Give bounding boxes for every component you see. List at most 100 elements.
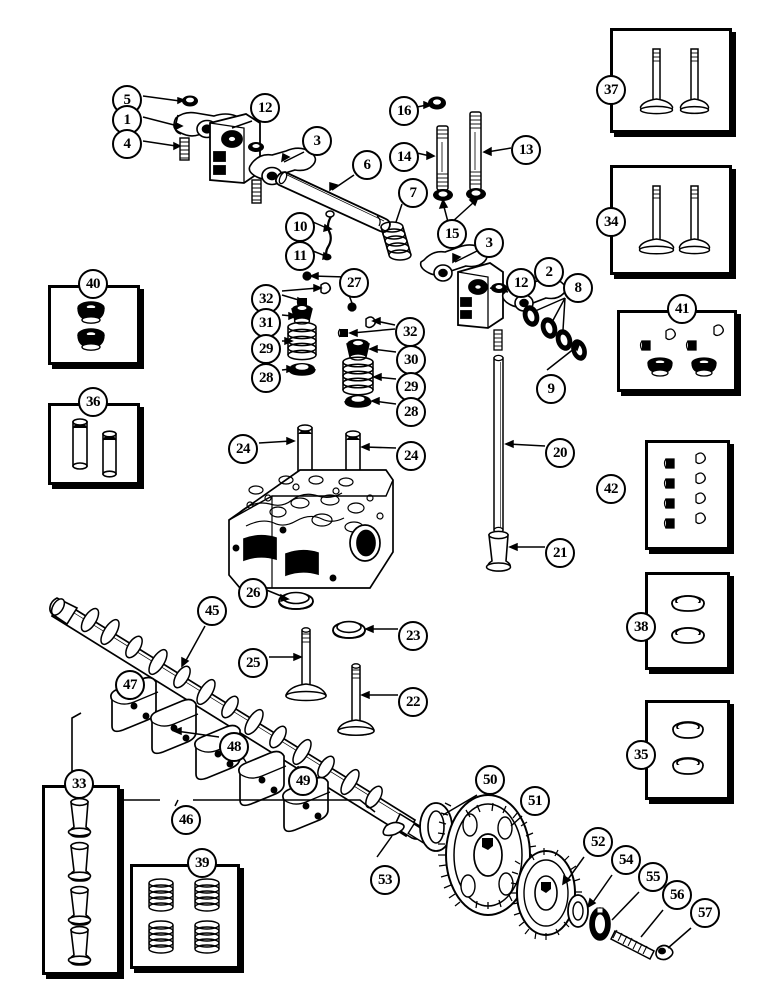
- callout-15[interactable]: 15: [437, 219, 467, 249]
- callout-40[interactable]: 40: [78, 269, 108, 299]
- callout-32b[interactable]: 32: [395, 317, 425, 347]
- box-40-contents: [77, 301, 105, 351]
- callout-25[interactable]: 25: [238, 648, 268, 678]
- part-12-bracket-right: [457, 262, 504, 329]
- cylinder-head: [228, 469, 394, 589]
- callout-45[interactable]: 45: [197, 596, 227, 626]
- callout-33[interactable]: 33: [64, 769, 94, 799]
- part-25-intake-valve: [285, 627, 327, 702]
- callout-27[interactable]: 27: [339, 268, 369, 298]
- callout-46[interactable]: 46: [171, 805, 201, 835]
- part-55-lock-washer: [589, 907, 611, 941]
- part-8-washers: [522, 305, 573, 351]
- callout-4[interactable]: 4: [112, 129, 142, 159]
- callout-22[interactable]: 22: [398, 687, 428, 717]
- part-23-valve-seat-insert: [332, 620, 366, 639]
- part-13-stud-long: [469, 111, 482, 191]
- callout-24b[interactable]: 24: [396, 441, 426, 471]
- callout-56[interactable]: 56: [662, 880, 692, 910]
- callout-42[interactable]: 42: [596, 474, 626, 504]
- inset-box-34: [610, 165, 732, 275]
- callout-37[interactable]: 37: [596, 75, 626, 105]
- part-27-balls: [302, 271, 357, 312]
- callout-20[interactable]: 20: [545, 438, 575, 468]
- callout-30[interactable]: 30: [396, 345, 426, 375]
- callout-3b[interactable]: 3: [474, 228, 504, 258]
- part-28-spring-seat-left: [288, 363, 316, 376]
- part-21-valve-tappet: [485, 530, 512, 572]
- callout-47[interactable]: 47: [115, 670, 145, 700]
- part-32-locks-right: [337, 316, 377, 338]
- callout-36[interactable]: 36: [78, 387, 108, 417]
- box-42-contents: [663, 452, 706, 529]
- inset-box-35: [645, 700, 730, 800]
- callout-23[interactable]: 23: [398, 621, 428, 651]
- callout-24a[interactable]: 24: [228, 434, 258, 464]
- callout-28b[interactable]: 28: [396, 397, 426, 427]
- part-29-valve-spring-right: [342, 356, 374, 396]
- box-34-contents: [638, 185, 711, 255]
- part-5-lock-nut: [182, 95, 198, 107]
- callout-35[interactable]: 35: [626, 740, 656, 770]
- inset-box-42: [645, 440, 730, 550]
- callout-11[interactable]: 11: [285, 241, 315, 271]
- callout-50[interactable]: 50: [475, 765, 505, 795]
- part-28-spring-seat-right: [344, 395, 372, 408]
- callout-39[interactable]: 39: [187, 848, 217, 878]
- box-41-contents: [639, 324, 724, 377]
- callout-38[interactable]: 38: [626, 612, 656, 642]
- callout-10[interactable]: 10: [285, 212, 315, 242]
- part-31-rotator: [291, 304, 313, 325]
- inset-box-37: [610, 28, 732, 133]
- callout-3a[interactable]: 3: [302, 126, 332, 156]
- callout-57[interactable]: 57: [690, 898, 720, 928]
- box-33-contents: [67, 797, 92, 966]
- callout-6[interactable]: 6: [352, 150, 382, 180]
- callout-8[interactable]: 8: [563, 273, 593, 303]
- part-pivot-washer: [248, 142, 264, 152]
- part-53-woodruff-key: [382, 821, 405, 837]
- callout-49[interactable]: 49: [288, 766, 318, 796]
- part-10-oil-line: [325, 214, 333, 257]
- callout-9[interactable]: 9: [536, 374, 566, 404]
- part-4-adjusting-screw: [179, 137, 190, 161]
- inset-box-33: [42, 785, 120, 975]
- inset-box-38: [645, 572, 730, 670]
- part-adjusting-screw-b: [251, 179, 262, 204]
- callout-16[interactable]: 16: [389, 96, 419, 126]
- callout-21[interactable]: 21: [545, 538, 575, 568]
- callout-41[interactable]: 41: [667, 294, 697, 324]
- callout-7[interactable]: 7: [398, 178, 428, 208]
- part-22-exhaust-valve: [337, 663, 375, 736]
- leader-lines: [129, 95, 692, 949]
- part-26-valve-seat-insert: [278, 591, 314, 610]
- inset-box-39: [130, 864, 240, 969]
- callout-53[interactable]: 53: [370, 865, 400, 895]
- part-15-washers: [433, 188, 486, 201]
- callout-28a[interactable]: 28: [251, 363, 281, 393]
- callout-51[interactable]: 51: [520, 786, 550, 816]
- part-3-rocker-arm-upper: [248, 147, 317, 186]
- callout-29a[interactable]: 29: [251, 334, 281, 364]
- box-38-contents: [671, 595, 705, 644]
- callout-12b[interactable]: 12: [506, 268, 536, 298]
- callout-52[interactable]: 52: [583, 827, 613, 857]
- box-39-contents: [148, 878, 220, 954]
- box-36-contents: [72, 418, 117, 478]
- part-20-push-rod: [493, 354, 504, 534]
- part-screw-above-pushrod: [493, 329, 503, 351]
- part-30-rotator: [346, 339, 370, 361]
- callout-13[interactable]: 13: [511, 135, 541, 165]
- callout-26[interactable]: 26: [238, 578, 268, 608]
- callout-48[interactable]: 48: [219, 732, 249, 762]
- part-14-stud-short: [436, 125, 449, 191]
- part-52-drive-gear: [510, 848, 582, 940]
- callout-54[interactable]: 54: [611, 845, 641, 875]
- callout-14[interactable]: 14: [389, 142, 419, 172]
- callout-2[interactable]: 2: [534, 257, 564, 287]
- callout-12a[interactable]: 12: [250, 93, 280, 123]
- part-16-nut: [428, 96, 446, 110]
- callout-34[interactable]: 34: [596, 207, 626, 237]
